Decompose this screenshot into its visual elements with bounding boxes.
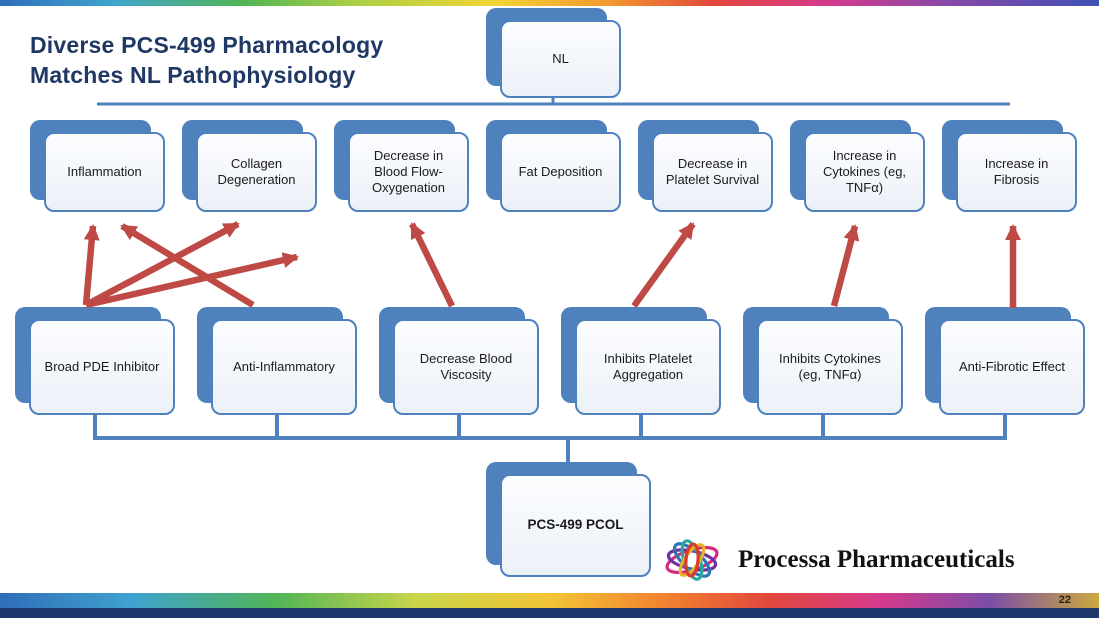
bottom-navy-bar [0,608,1099,618]
node-anti-inflammatory: Anti-Inflammatory [197,307,357,415]
node-label: Decrease in Platelet Survival [652,132,773,212]
processa-logo: Processa Pharmaceuticals [656,533,1015,587]
node-decrease-blood-viscosity: Decrease Blood Viscosity [379,307,539,415]
node-label: Increase in Fibrosis [956,132,1077,212]
node-inhibits-platelet-aggregation: Inhibits Platelet Aggregation [561,307,721,415]
node-broad-pde-inhibitor: Broad PDE Inhibitor [15,307,175,415]
node-inhibits-cytokines: Inhibits Cytokines (eg, TNFα) [743,307,903,415]
node-platelet-survival: Decrease in Platelet Survival [638,120,773,212]
node-label: Decrease in Blood Flow-Oxygenation [348,132,469,212]
node-label: Anti-Inflammatory [211,319,357,415]
node-label: Inhibits Cytokines (eg, TNFα) [757,319,903,415]
node-label: Anti-Fibrotic Effect [939,319,1085,415]
arrow-antiinflammatory-to-inflammation [120,223,255,308]
node-pcs499-pcol: PCS-499 PCOL [486,462,651,577]
arrow-broadpde-to-inflammation [82,224,100,306]
arrow-aggregation-to-survival [631,222,696,308]
node-nl: NL [486,8,621,98]
bottom-rainbow-bar [0,593,1099,608]
top-rainbow-bar [0,0,1099,6]
processa-logo-text: Processa Pharmaceuticals [738,546,1015,573]
arrow-broadpde-to-bloodflow [85,252,299,309]
node-label: Decrease Blood Viscosity [393,319,539,415]
title-line-2: Matches NL Pathophysiology [30,62,356,89]
node-label: Fat Deposition [500,132,621,212]
node-label: Inflammation [44,132,165,212]
node-increase-fibrosis: Increase in Fibrosis [942,120,1077,212]
arrow-broadpde-to-collagen [84,221,240,308]
node-label: NL [500,20,621,98]
node-label: Increase in Cytokines (eg, TNFα) [804,132,925,212]
page-number: 22 [1058,594,1071,606]
arrow-inhibitscytokines-to-cytokines [830,224,860,307]
node-anti-fibrotic-effect: Anti-Fibrotic Effect [925,307,1085,415]
bottom-tree-lines [93,410,1007,470]
node-increase-cytokines: Increase in Cytokines (eg, TNFα) [790,120,925,212]
node-collagen-degeneration: Collagen Degeneration [182,120,317,212]
node-label: Collagen Degeneration [196,132,317,212]
title-line-1: Diverse PCS-499 Pharmacology [30,32,384,58]
node-label: Inhibits Platelet Aggregation [575,319,721,415]
processa-swirl-icon [665,539,719,581]
node-label: PCS-499 PCOL [500,474,651,577]
arrow-viscosity-to-bloodflow [409,222,455,308]
node-blood-flow-oxygenation: Decrease in Blood Flow-Oxygenation [334,120,469,212]
node-label: Broad PDE Inhibitor [29,319,175,415]
node-fat-deposition: Fat Deposition [486,120,621,212]
node-inflammation: Inflammation [30,120,165,212]
